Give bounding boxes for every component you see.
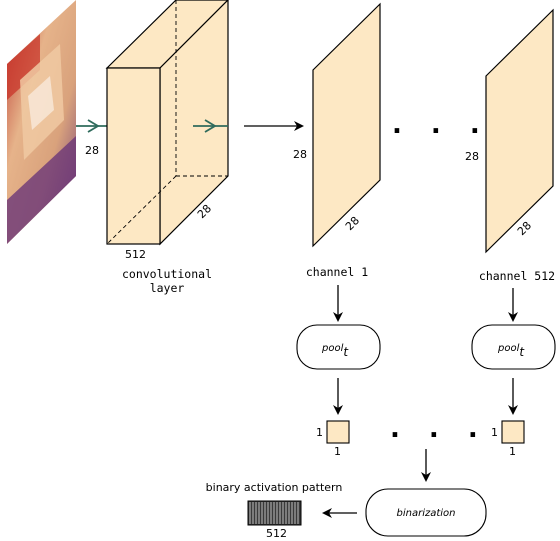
cell-1-side-label: 1 [316,426,323,439]
conv-inner-arrow [193,119,228,133]
channel-1-depth-label: 28 [343,214,362,233]
binarization-label: binarization [396,508,455,519]
channel-1-map [312,2,381,248]
input-image [7,0,76,244]
pool-512-subscript: t [519,345,525,359]
cell-1 [326,420,350,444]
cell-512-side-label: 1 [491,426,498,439]
conv-label-line1: convolutional [122,267,212,281]
input-arrow [76,119,107,133]
channel-512-depth-label: 28 [515,219,534,238]
conv-height-label: 28 [85,144,99,157]
pool-512-box: poolt [471,324,556,370]
pool-1-box: poolt [296,324,381,370]
conv-width-label: 512 [125,248,146,261]
cell-1-bottom-label: 1 [334,445,341,458]
channel-512-label: channel 512 [479,269,555,283]
binarization-box: binarization [365,488,487,537]
ellipsis-top: . . . [392,110,490,140]
channel-512-map [485,8,554,254]
activation-pattern-title: binary activation pattern [206,481,343,494]
svg-text:poolt: poolt [321,343,349,359]
cell-512-bottom-label: 1 [509,445,516,458]
conv-layer-box [105,0,229,246]
channel-1-label: channel 1 [306,265,368,279]
channel-1-height-label: 28 [293,148,307,161]
cell-512 [501,420,525,444]
conv-label-line2: layer [150,281,185,295]
pool-512-label: pool [497,343,520,354]
svg-text:poolt: poolt [497,343,525,359]
ellipsis-bottom: . . . [390,414,488,444]
activation-pattern-bar [247,500,302,526]
pool-1-subscript: t [343,345,349,359]
pool-1-label: pool [321,343,344,354]
channel-512-height-label: 28 [465,150,479,163]
activation-pattern-size-label: 512 [266,527,287,540]
